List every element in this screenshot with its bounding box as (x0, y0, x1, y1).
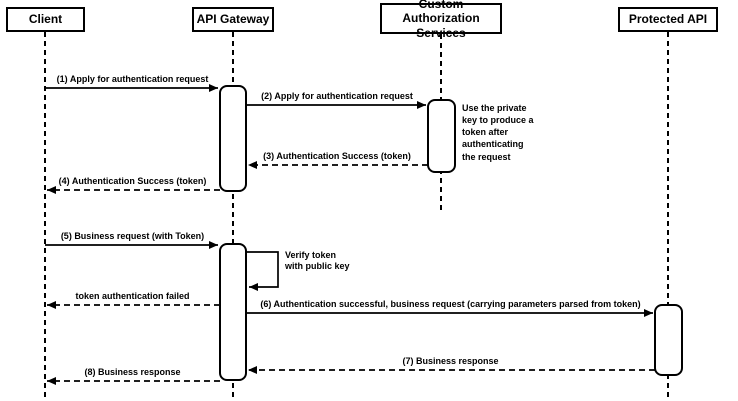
message-label-5: (5) Business request (with Token) (60, 231, 205, 241)
activation-api-gateway-2 (219, 243, 247, 381)
actor-client: Client (6, 7, 85, 32)
actor-protected-api: Protected API (618, 7, 718, 32)
activation-api-gateway-1 (219, 85, 247, 192)
message-label-6: (6) Authentication successful, business … (260, 299, 641, 309)
message-label-8: (8) Business response (84, 367, 181, 377)
arrow-self-verify-token (246, 251, 279, 291)
message-label-verify-token: Verify token with public key (285, 250, 350, 271)
message-label-3: (3) Authentication Success (token) (263, 151, 411, 161)
message-label-7: (7) Business response (402, 356, 499, 366)
note-private-key: Use the private key to produce a token a… (462, 103, 534, 162)
message-label-2: (2) Apply for authentication request (261, 91, 413, 101)
activation-protected-api (654, 304, 683, 376)
actor-custom-authorization-services: Custom Authorization Services (380, 0, 502, 40)
actor-api-gateway: API Gateway (192, 7, 274, 32)
message-label-token-auth-failed: token authentication failed (75, 291, 190, 301)
message-label-1: (1) Apply for authentication request (56, 74, 209, 84)
activation-custom-authorization-services (427, 99, 456, 173)
message-label-4: (4) Authentication Success (token) (58, 176, 207, 186)
